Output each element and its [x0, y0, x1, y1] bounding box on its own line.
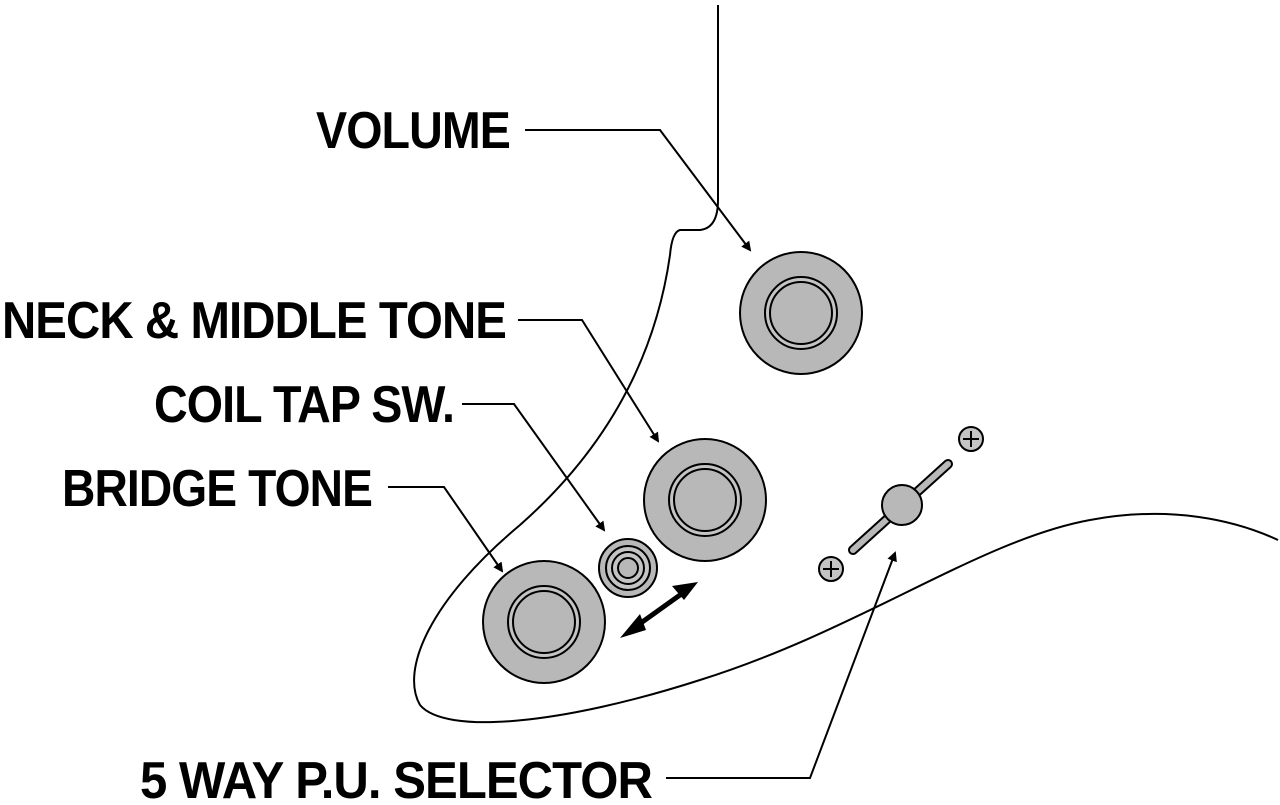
coil-tap-switch[interactable]	[598, 538, 658, 598]
bridge-tone-label: BRIDGE TONE	[62, 460, 372, 518]
pickup-selector-switch[interactable]	[848, 459, 953, 555]
volume-leader-line	[525, 129, 752, 252]
screw-icon	[958, 426, 984, 452]
neck-edge-line	[413, 5, 1279, 724]
coil-tap-leader-line	[462, 403, 606, 532]
neck-middle-tone-label: NECK & MIDDLE TONE	[2, 292, 506, 350]
volume-knob[interactable]	[739, 251, 863, 375]
neck-middle-tone-leader-line	[518, 319, 660, 443]
double-arrow-icon	[620, 582, 698, 638]
screw-icon	[818, 556, 844, 582]
body-outline	[413, 5, 1279, 724]
neck-middle-tone-knob[interactable]	[643, 438, 767, 562]
coil-tap-switch-label: COIL TAP SW.	[154, 376, 454, 434]
pickup-selector-label: 5 WAY P.U. SELECTOR	[140, 752, 652, 805]
bridge-tone-knob[interactable]	[482, 560, 606, 684]
pickup-selector-leader-line	[666, 551, 897, 779]
volume-label: VOLUME	[316, 102, 510, 160]
bridge-tone-leader-line	[388, 486, 504, 573]
